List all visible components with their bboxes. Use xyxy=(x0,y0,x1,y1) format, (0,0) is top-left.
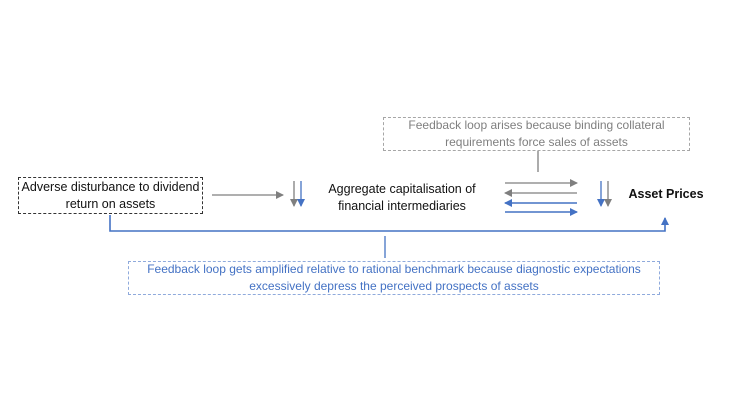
diagnostic-feedback-text: Feedback loop gets amplified relative to… xyxy=(147,262,641,293)
adverse-disturbance-label: Adverse disturbance to dividend return o… xyxy=(21,179,200,211)
adverse-disturbance-box: Adverse disturbance to dividend return o… xyxy=(18,177,203,214)
asset-prices-down-arrows-icon xyxy=(597,181,612,207)
blue-bracket xyxy=(109,215,669,232)
aggregate-capitalisation-label: Aggregate capitalisation of financial in… xyxy=(328,182,476,213)
collateral-feedback-text: Feedback loop arises because binding col… xyxy=(408,118,665,149)
diagnostic-feedback-note: Feedback loop gets amplified relative to… xyxy=(128,261,660,295)
collateral-feedback-note: Feedback loop arises because binding col… xyxy=(383,117,690,151)
aggregate-down-arrows-icon xyxy=(290,181,305,207)
asset-prices-label: Asset Prices xyxy=(628,187,704,201)
